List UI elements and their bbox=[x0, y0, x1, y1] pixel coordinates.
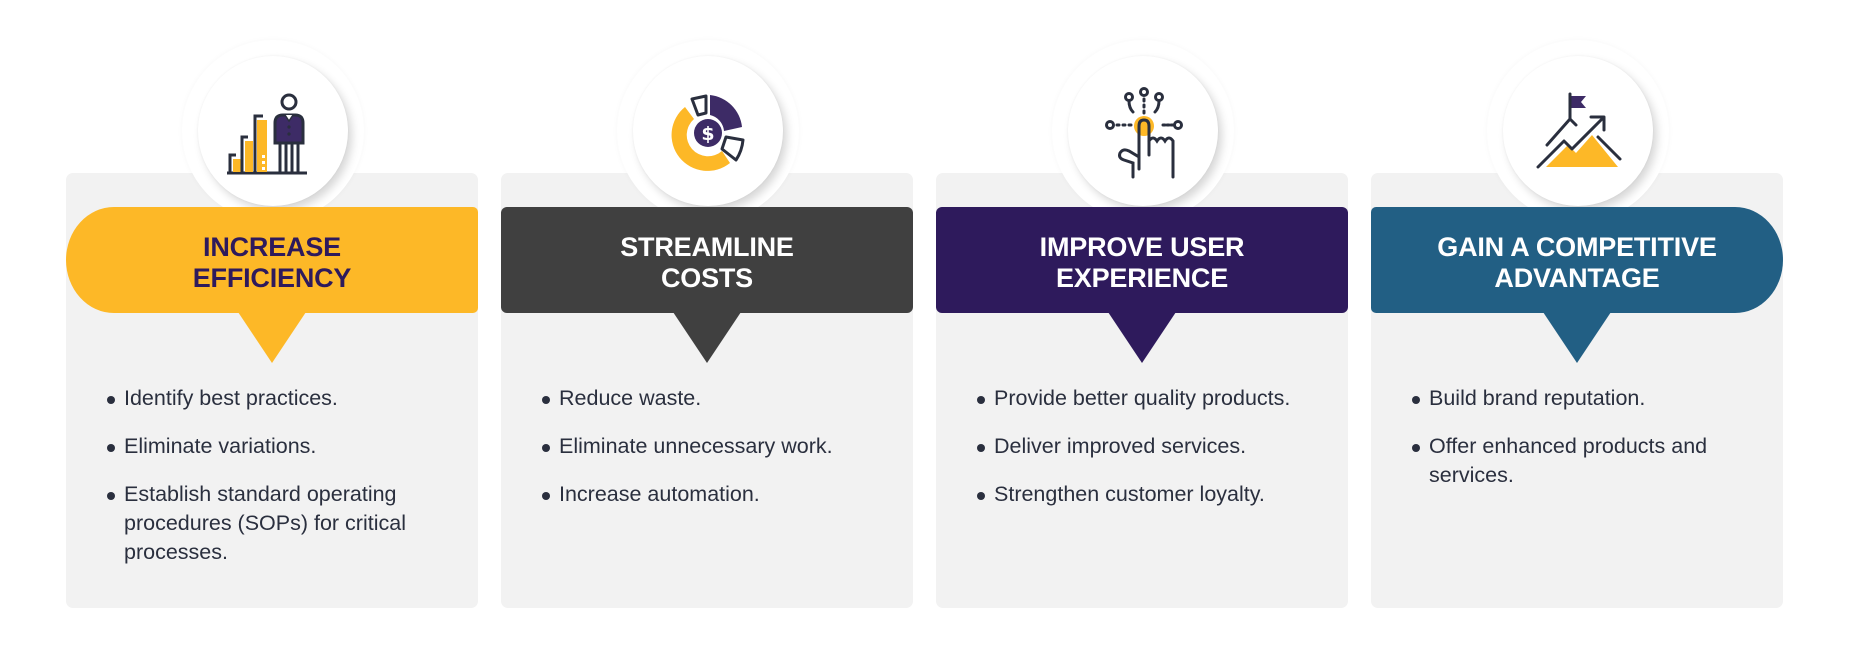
bullet-icon bbox=[977, 396, 985, 404]
title-line-2: COSTS bbox=[660, 263, 753, 293]
title-line-2: EXPERIENCE bbox=[1055, 263, 1229, 293]
bullet-icon bbox=[107, 396, 115, 404]
bullet-icon bbox=[542, 492, 550, 500]
card-title: GAIN A COMPETITIVE ADVANTAGE bbox=[1437, 226, 1717, 294]
bullet-icon bbox=[977, 492, 985, 500]
banner-gain-competitive-advantage: GAIN A COMPETITIVE ADVANTAGE bbox=[1371, 207, 1783, 363]
list-item-text: Identify best practices. bbox=[124, 386, 338, 410]
list-item-text: Eliminate unnecessary work. bbox=[559, 434, 833, 458]
banner-increase-efficiency: INCREASE EFFICIENCY bbox=[66, 207, 478, 363]
list-item-text: Offer enhanced products and services. bbox=[1429, 434, 1708, 487]
bullet-list: Build brand reputation. Offer enhanced p… bbox=[1412, 384, 1712, 509]
list-item: Deliver improved services. bbox=[977, 432, 1297, 461]
list-item: Establish standard operating procedures … bbox=[107, 480, 457, 567]
list-item: Identify best practices. bbox=[107, 384, 457, 413]
list-item: Eliminate unnecessary work. bbox=[542, 432, 892, 461]
bullet-icon bbox=[107, 492, 115, 500]
title-line-1: INCREASE bbox=[203, 232, 341, 262]
list-item-text: Reduce waste. bbox=[559, 386, 702, 410]
list-item: Increase automation. bbox=[542, 480, 892, 509]
list-item: Reduce waste. bbox=[542, 384, 892, 413]
list-item-text: Eliminate variations. bbox=[124, 434, 317, 458]
bullet-icon bbox=[1412, 396, 1420, 404]
banner-pointer bbox=[1543, 312, 1611, 363]
list-item-text: Deliver improved services. bbox=[994, 434, 1247, 458]
title-line-1: GAIN A COMPETITIVE bbox=[1437, 232, 1717, 262]
icon-circle bbox=[198, 56, 348, 206]
title-line-2: EFFICIENCY bbox=[192, 263, 352, 293]
banner-improve-user-experience: IMPROVE USER EXPERIENCE bbox=[936, 207, 1348, 363]
bullet-list: Reduce waste. Eliminate unnecessary work… bbox=[542, 384, 892, 528]
mountain-flag-growth-icon bbox=[1536, 92, 1622, 169]
banner-pointer bbox=[238, 312, 306, 363]
icon-circle bbox=[1503, 56, 1653, 206]
list-item: Offer enhanced products and services. bbox=[1412, 432, 1712, 490]
bullet-icon bbox=[542, 396, 550, 404]
efficiency-chart-person-icon bbox=[227, 93, 307, 175]
card-title: INCREASE EFFICIENCY bbox=[193, 226, 352, 294]
banner-streamline-costs: STREAMLINE COSTS bbox=[501, 207, 913, 363]
list-item: Strengthen customer loyalty. bbox=[977, 480, 1297, 509]
list-item: Eliminate variations. bbox=[107, 432, 457, 461]
list-item-text: Build brand reputation. bbox=[1429, 386, 1646, 410]
title-line-1: STREAMLINE bbox=[620, 232, 794, 262]
list-item: Provide better quality products. bbox=[977, 384, 1297, 413]
icon-circle bbox=[1068, 56, 1218, 206]
svg-text:$: $ bbox=[701, 123, 714, 145]
cost-dollar-donut-icon: $ bbox=[671, 94, 745, 171]
title-line-2: ADVANTAGE bbox=[1494, 263, 1660, 293]
list-item-text: Strengthen customer loyalty. bbox=[994, 482, 1265, 506]
banner-pointer bbox=[1108, 312, 1176, 363]
bullet-list: Provide better quality products. Deliver… bbox=[977, 384, 1297, 528]
list-item: Build brand reputation. bbox=[1412, 384, 1712, 413]
title-line-1: IMPROVE USER bbox=[1039, 232, 1245, 262]
card-title: IMPROVE USER EXPERIENCE bbox=[1040, 226, 1245, 294]
list-item-text: Provide better quality products. bbox=[994, 386, 1291, 410]
bullet-icon bbox=[542, 444, 550, 452]
icon-circle: $ bbox=[633, 56, 783, 206]
touch-hand-icon bbox=[1105, 87, 1183, 179]
list-item-text: Establish standard operating procedures … bbox=[124, 482, 406, 564]
bullet-list: Identify best practices. Eliminate varia… bbox=[107, 384, 457, 586]
card-title: STREAMLINE COSTS bbox=[620, 226, 794, 294]
banner-pointer bbox=[673, 312, 741, 363]
bullet-icon bbox=[977, 444, 985, 452]
list-item-text: Increase automation. bbox=[559, 482, 760, 506]
bullet-icon bbox=[1412, 444, 1420, 452]
bullet-icon bbox=[107, 444, 115, 452]
